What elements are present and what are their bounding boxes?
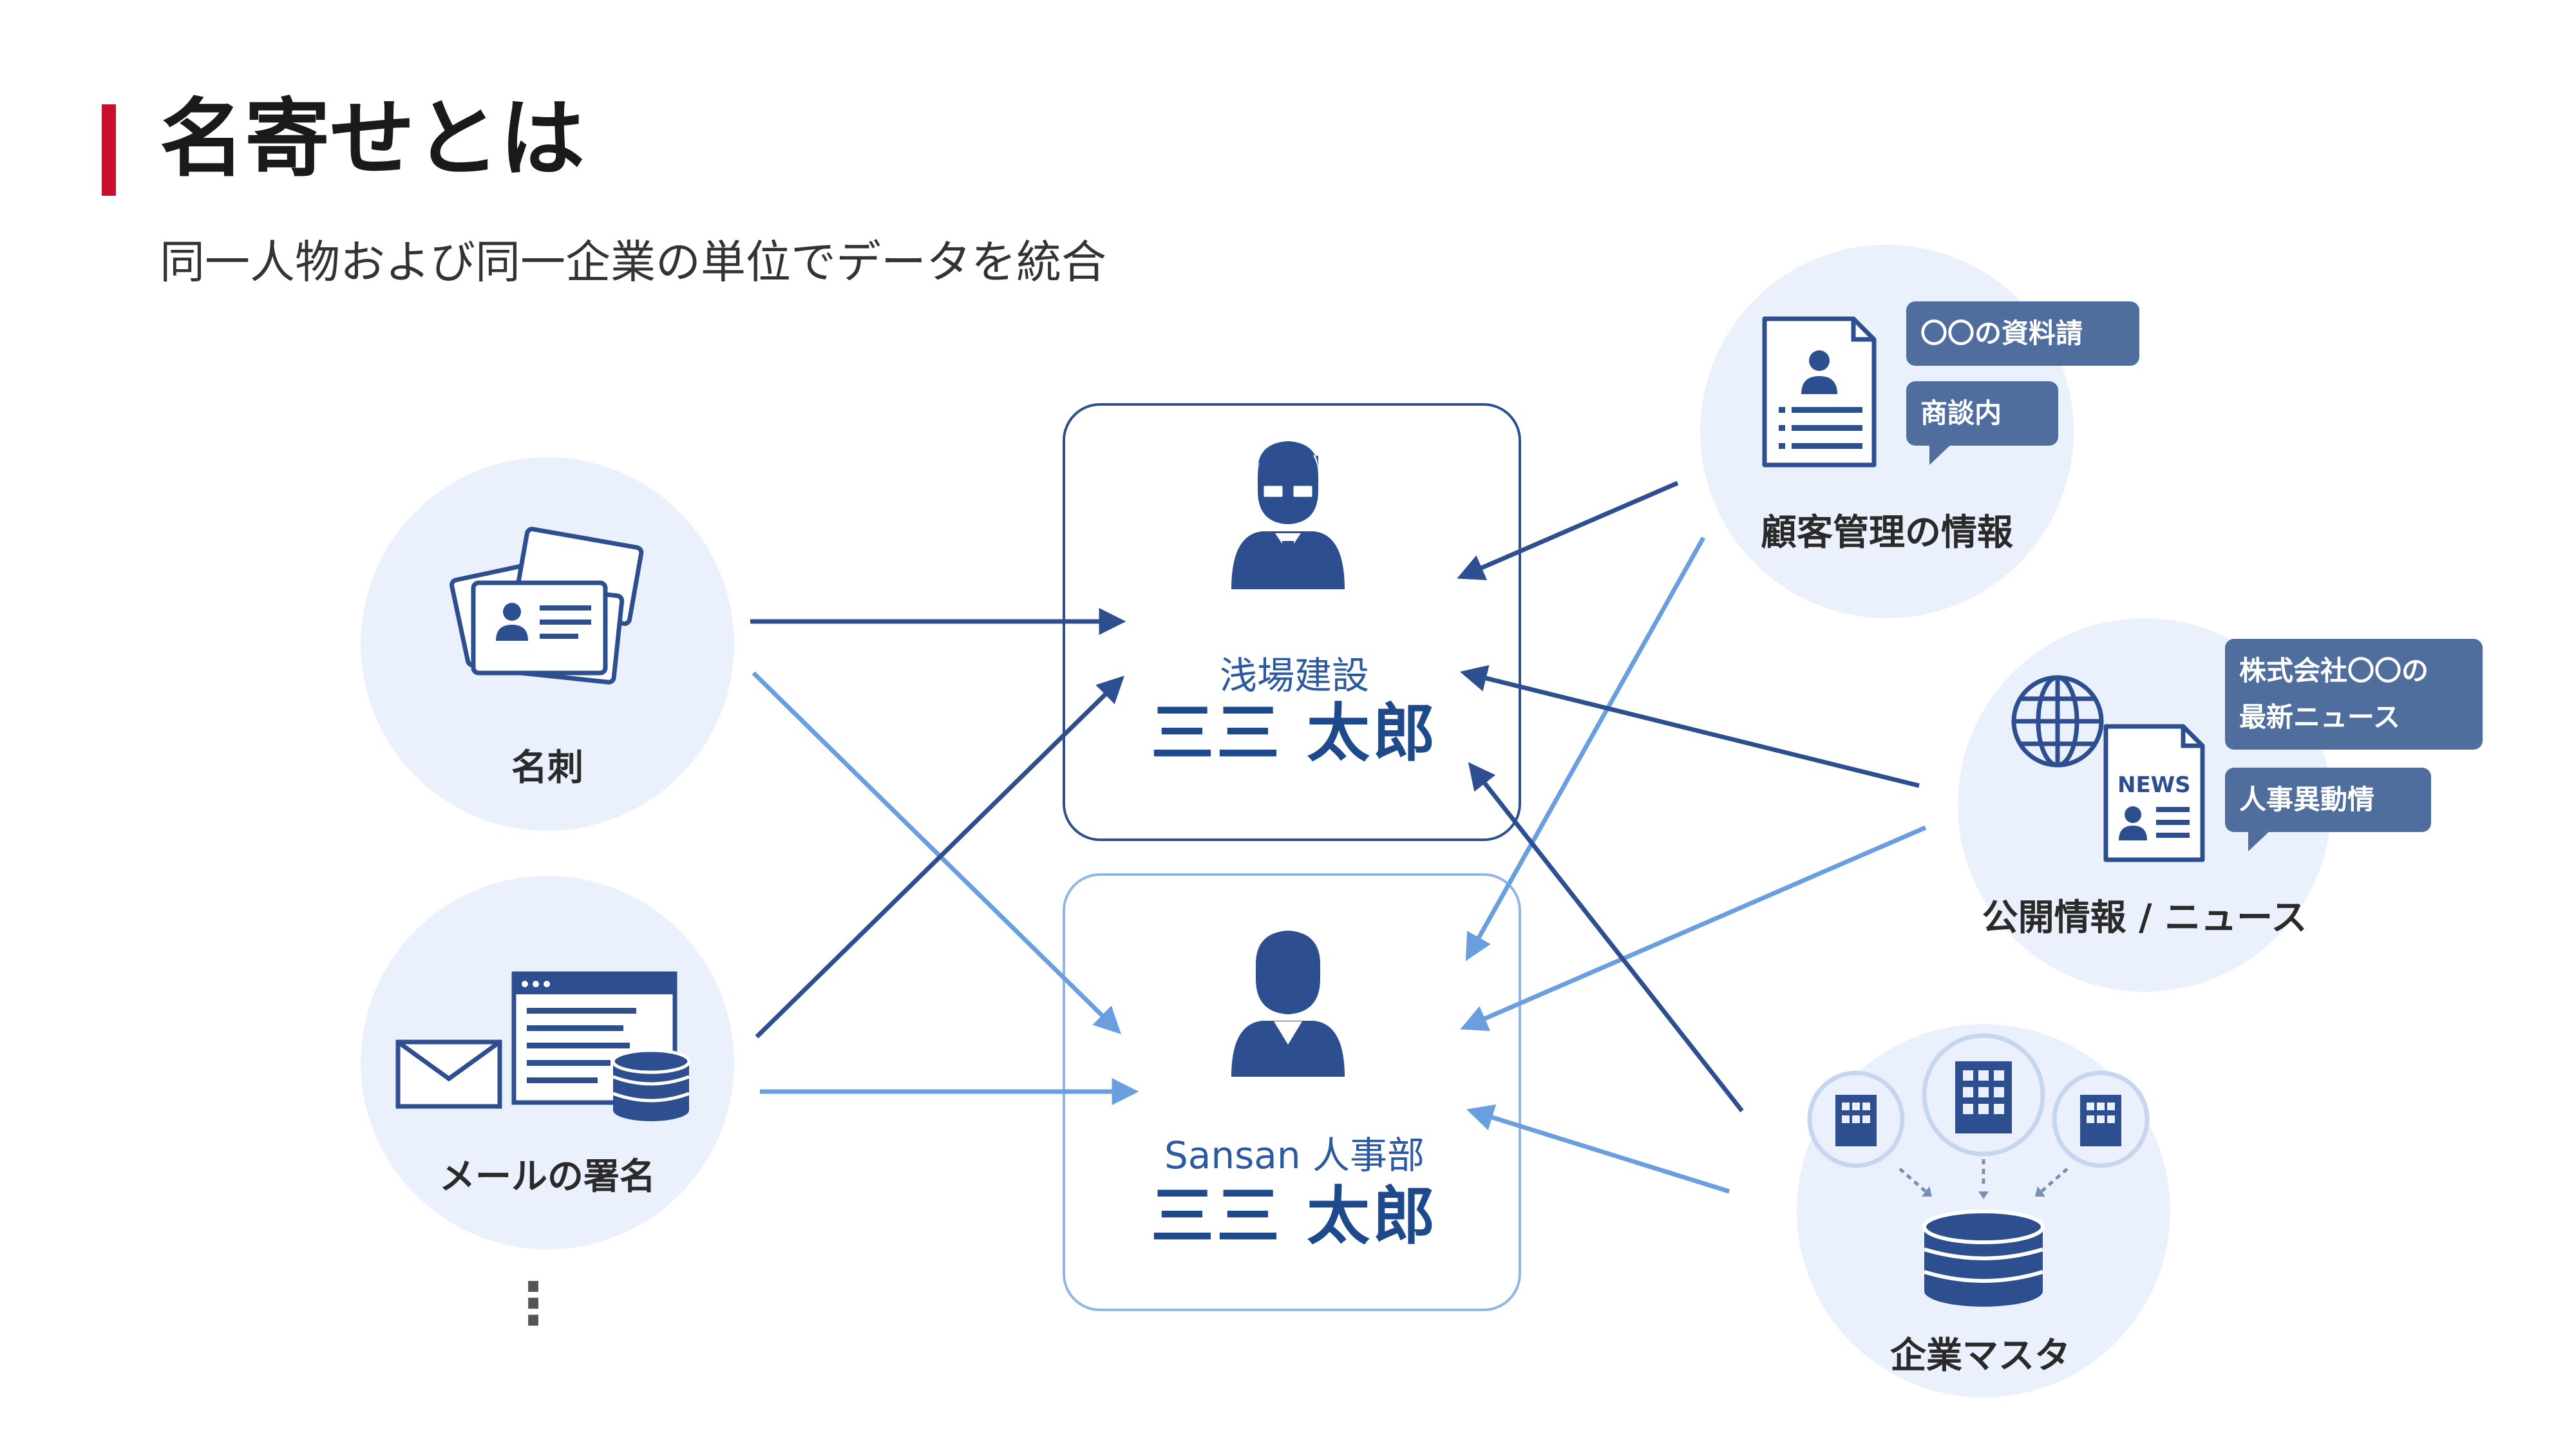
- person-1-company: 浅場建設: [1219, 654, 1370, 697]
- building-icon: [1955, 1061, 2012, 1133]
- globe-icon: [2011, 675, 2104, 768]
- page-title: 名寄せとは: [160, 90, 585, 189]
- company-master-label: 企業マスタ: [1890, 1335, 2070, 1377]
- arrow-crm-to-asaba: [1457, 480, 1679, 580]
- business-card-label: 名刺: [511, 747, 583, 789]
- company-master-icon: [1807, 1033, 2150, 1307]
- business-card-icon: [450, 527, 644, 685]
- crm-bubble-document-request: 〇〇の資料請: [1906, 301, 2139, 366]
- person-2-company: Sansan 人事部: [1164, 1133, 1425, 1177]
- crm-document-icon: [1762, 316, 1877, 468]
- news-icon-label: NEWS: [2117, 772, 2191, 798]
- news-label: 公開情報 / ニュース: [1982, 897, 2307, 939]
- email-signature-icon: [395, 971, 691, 1121]
- person-1-name: 三三 太郎: [1150, 697, 1439, 770]
- building-icon: [2080, 1095, 2121, 1146]
- arrow-email-to-asaba: [755, 676, 1124, 1039]
- news-bubble-personnel-change: 人事異動情: [2225, 768, 2431, 851]
- person-glasses-icon: [1231, 441, 1345, 589]
- news-document-icon: NEWS: [2103, 724, 2205, 862]
- arrow-crm-to-sansan: [1465, 536, 1706, 961]
- building-icon: [1835, 1095, 1877, 1146]
- database-icon: [1922, 1209, 2045, 1307]
- page-subtitle: 同一人物および同一企業の単位でデータを統合: [160, 236, 1106, 289]
- more-sources-ellipsis: ⋮: [504, 1270, 562, 1338]
- person-icon: [1231, 931, 1345, 1077]
- email-signature-label: メールの署名: [439, 1156, 656, 1198]
- arrow-news-to-sansan: [1460, 825, 1927, 1031]
- arrow-news-to-asaba: [1459, 665, 1920, 788]
- crm-bubble-negotiation: 商談内: [1906, 381, 2058, 465]
- title-accent-bar: [102, 104, 116, 196]
- arrow-master-to-sansan: [1466, 1104, 1730, 1194]
- arrow-card-to-sansan: [752, 671, 1121, 1034]
- arrow-master-to-asaba: [1468, 762, 1744, 1113]
- arrows: [750, 480, 1927, 1194]
- person-2-name: 三三 太郎: [1150, 1180, 1439, 1253]
- news-bubble-latest-news: 株式会社〇〇の 最新ニュース: [2225, 639, 2483, 750]
- crm-label: 顧客管理の情報: [1761, 512, 2013, 554]
